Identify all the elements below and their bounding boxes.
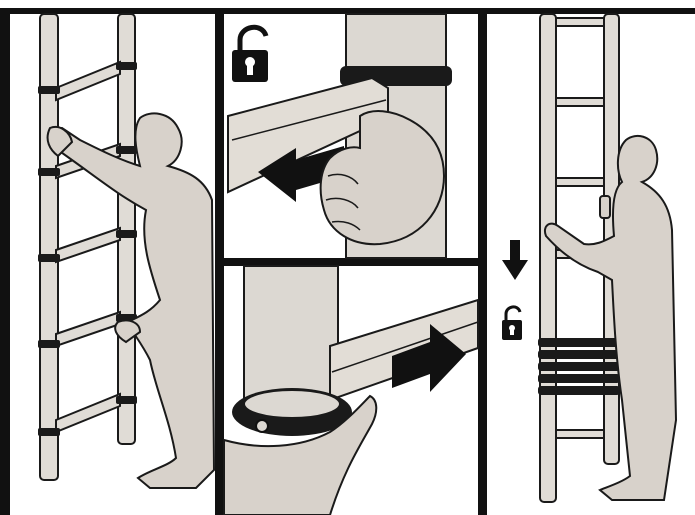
lock-button bbox=[256, 420, 268, 432]
ladder-rung bbox=[556, 18, 604, 26]
ladder-rung bbox=[556, 98, 604, 106]
divider-left bbox=[215, 8, 224, 515]
divider-middle bbox=[224, 258, 478, 266]
ladder-rail-left bbox=[40, 14, 58, 480]
hand bbox=[600, 196, 610, 218]
ladder-rail-left bbox=[540, 14, 556, 502]
divider-right bbox=[478, 8, 487, 515]
ladder-rung bbox=[556, 430, 604, 438]
left-border bbox=[0, 8, 10, 515]
ladder-rung bbox=[556, 178, 604, 186]
collapsed-rungs bbox=[538, 338, 620, 395]
ladder bbox=[40, 14, 135, 480]
